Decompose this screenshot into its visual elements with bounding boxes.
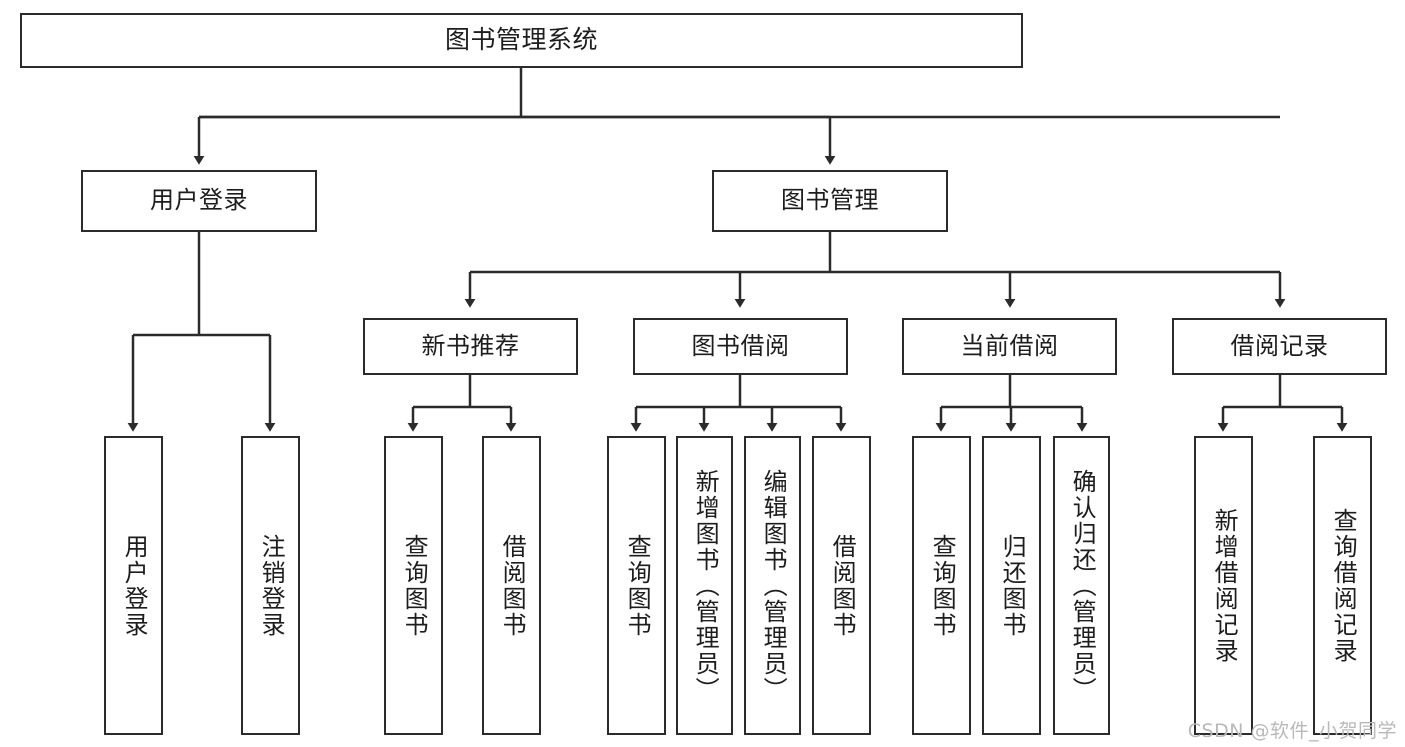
node-leaf-logout-login[interactable]: 注销登录	[241, 436, 300, 735]
node-label: 新增借阅记录	[1210, 507, 1239, 664]
node-label: 用户登录	[150, 186, 248, 215]
node-leaf-query-borrow-record[interactable]: 查询借阅记录	[1313, 436, 1372, 735]
node-book-management-system[interactable]: 图书管理系统	[20, 13, 1023, 68]
node-label: 图书管理	[781, 186, 879, 215]
node-book-management[interactable]: 图书管理	[712, 170, 948, 232]
node-label: 当前借阅	[960, 331, 1059, 360]
node-current-borrow[interactable]: 当前借阅	[902, 318, 1117, 375]
node-label: 新增图书（管理员）	[691, 468, 720, 703]
node-book-borrow[interactable]: 图书借阅	[633, 318, 848, 375]
node-label: 归还图书	[998, 533, 1027, 638]
node-label: 借阅记录	[1230, 331, 1329, 360]
node-label: 借阅图书	[828, 533, 857, 638]
node-borrow-record[interactable]: 借阅记录	[1172, 318, 1387, 375]
node-label: 用户登录	[120, 533, 149, 638]
node-leaf-edit-book[interactable]: 编辑图书（管理员）	[744, 436, 801, 735]
node-label: 查询借阅记录	[1329, 507, 1358, 664]
node-label: 借阅图书	[498, 533, 527, 638]
node-label: 查询图书	[928, 533, 957, 638]
node-leaf-return-book[interactable]: 归还图书	[982, 436, 1041, 735]
node-leaf-query-book-current[interactable]: 查询图书	[912, 436, 971, 735]
node-leaf-borrow-book-recommend[interactable]: 借阅图书	[482, 436, 541, 735]
node-leaf-add-borrow-record[interactable]: 新增借阅记录	[1194, 436, 1253, 735]
node-label: 编辑图书（管理员）	[759, 468, 788, 703]
node-label: 图书借阅	[691, 331, 790, 360]
node-leaf-query-book-recommend[interactable]: 查询图书	[384, 436, 443, 735]
node-leaf-user-login[interactable]: 用户登录	[104, 436, 163, 735]
node-new-book-recommend[interactable]: 新书推荐	[363, 318, 578, 375]
node-label: 查询图书	[623, 533, 652, 638]
node-leaf-borrow-book[interactable]: 借阅图书	[812, 436, 871, 735]
node-label: 确认归还（管理员）	[1068, 468, 1097, 703]
node-leaf-query-book-borrow[interactable]: 查询图书	[607, 436, 666, 735]
node-label: 查询图书	[400, 533, 429, 638]
node-leaf-confirm-return[interactable]: 确认归还（管理员）	[1053, 436, 1110, 735]
node-leaf-add-book[interactable]: 新增图书（管理员）	[676, 436, 733, 735]
node-label: 新书推荐	[421, 331, 520, 360]
csdn-watermark: CSDN @软件_小贺同学	[1187, 720, 1397, 742]
node-label: 图书管理系统	[444, 25, 598, 55]
node-label: 注销登录	[257, 533, 286, 638]
node-user-login[interactable]: 用户登录	[81, 170, 317, 232]
